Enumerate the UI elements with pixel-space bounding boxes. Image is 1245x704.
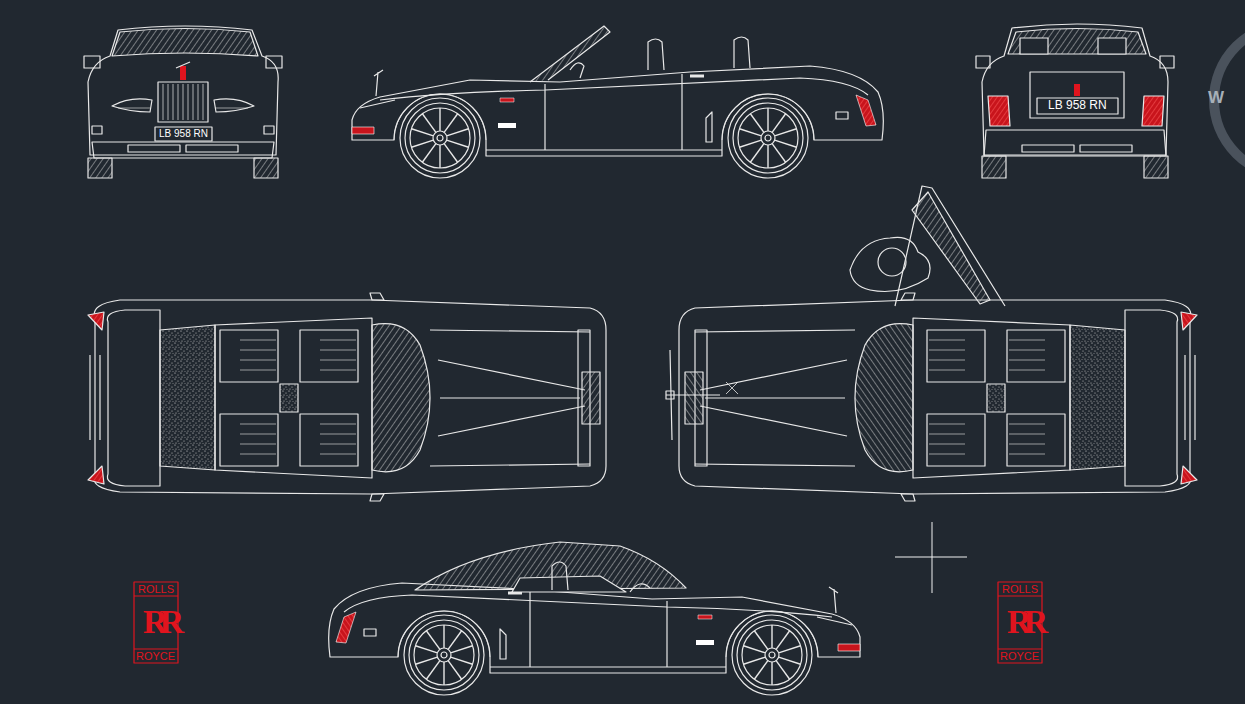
logo-text: ROLLS [1002,583,1038,596]
side-view-closed [329,542,860,695]
logo-text: ROYCE [136,650,175,663]
logo-monogram: RR [143,602,176,641]
front-view [84,26,282,178]
side-view-open [352,26,883,178]
crosshair [895,522,967,593]
logo-frames [134,582,1042,663]
top-view-right [666,186,1197,501]
logo-text: ROYCE [1000,650,1039,663]
logo-text: ROLLS [138,583,174,596]
license-plate: LB 958 RN [1048,99,1107,113]
license-plate: LB 958 RN [159,128,208,140]
top-view-left [88,293,606,501]
viewcube-letter: W [1208,88,1224,108]
logo-monogram: RR [1007,602,1040,641]
rear-view [976,24,1174,178]
